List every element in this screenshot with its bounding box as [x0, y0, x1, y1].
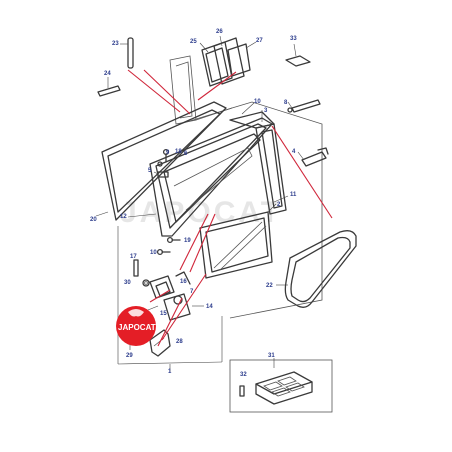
callout-label: 9: [166, 150, 170, 156]
part-lock-mechanism: [133, 259, 204, 321]
part-pin: [97, 77, 121, 97]
part-pad: [285, 43, 311, 67]
assembly-bracket: [117, 226, 223, 372]
watermark: JAPOCAT: [120, 196, 282, 229]
part-outer-frame: [229, 102, 287, 215]
japocat-logo: JAPOCAT: [116, 306, 156, 346]
callout-label: 30: [124, 280, 131, 286]
callout-label: 1: [168, 369, 172, 375]
part-glass-panel: [127, 117, 273, 237]
callout-label: 25: [190, 39, 197, 45]
callout-label: 14: [206, 304, 213, 310]
part-sliding-glass: [199, 195, 289, 279]
callout-label: 17: [130, 254, 137, 260]
part-latch-right: [297, 147, 329, 167]
callout-label: 6: [184, 151, 188, 157]
callout-label: 28: [176, 339, 183, 345]
callout-label: 8: [284, 100, 288, 106]
part-seals: [199, 35, 257, 87]
callout-label: 11: [290, 192, 297, 198]
callout-label: 12: [120, 214, 127, 220]
part-rod: [120, 37, 134, 69]
part-small-hardware: [153, 148, 181, 256]
callout-label: 33: [290, 36, 297, 42]
callout-label: 31: [268, 353, 275, 359]
callout-label: 22: [266, 283, 273, 289]
callout-label: 16: [180, 279, 187, 285]
callout-label: 29: [126, 353, 133, 359]
callout-label: 2: [277, 202, 281, 208]
callout-label: 27: [256, 38, 263, 44]
body-frame: [169, 55, 323, 319]
callout-label: 10: [254, 99, 261, 105]
callout-labels: 23 24 25 26 27 33 10 3 9 18 6 4 5 8 11 2…: [90, 29, 297, 378]
callout-label: 20: [90, 217, 97, 223]
callout-label: 15: [160, 311, 167, 317]
logo-mark-icon: [128, 309, 144, 317]
callout-label: 10: [150, 250, 157, 256]
callout-label: 5: [148, 168, 152, 174]
callout-label: 32: [240, 372, 247, 378]
inset-box: [229, 358, 333, 413]
callout-label: 26: [216, 29, 223, 35]
part-striker: [287, 99, 321, 113]
logo-text: JAPOCAT: [118, 323, 156, 332]
callout-label: 24: [104, 71, 111, 77]
callout-label: 7: [190, 289, 194, 295]
logo-disc: [116, 306, 156, 346]
part-large-seal: [276, 230, 357, 308]
part-door-frame: [95, 101, 227, 221]
callout-label: 4: [292, 149, 296, 155]
highlight-lines: [127, 69, 333, 347]
callout-label: 23: [112, 41, 119, 47]
callout-label: 19: [184, 238, 191, 244]
callout-label: 18: [175, 149, 182, 155]
callout-label: 3: [264, 108, 268, 114]
